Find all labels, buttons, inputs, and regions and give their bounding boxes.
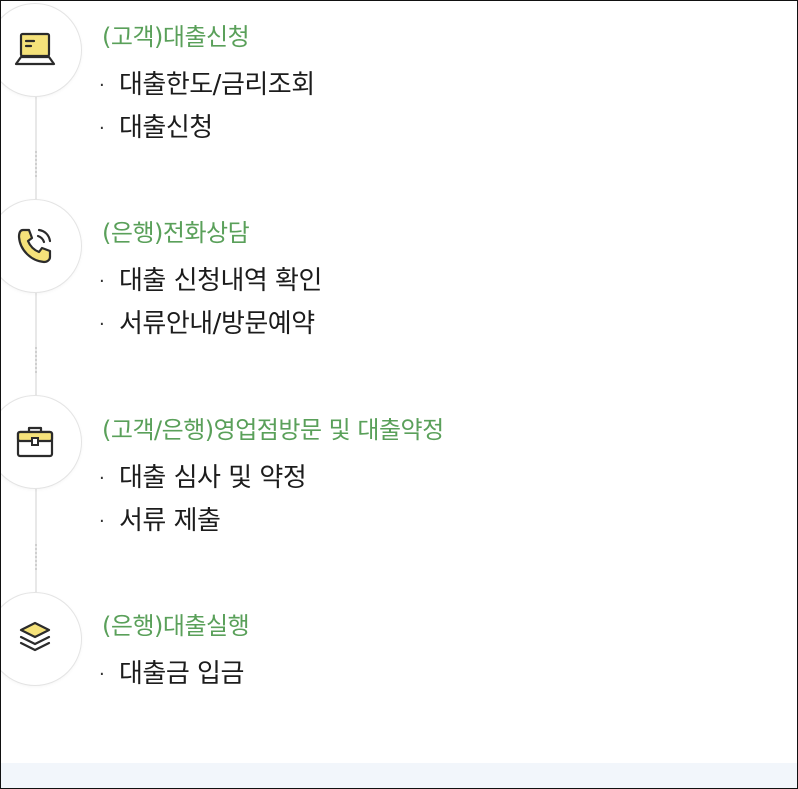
list-item: ·서류 제출 xyxy=(99,506,221,536)
timeline-connector xyxy=(35,486,37,594)
layers-icon xyxy=(19,621,51,652)
step-1-icon-circle xyxy=(1,3,82,97)
phone-call-icon xyxy=(17,228,52,264)
list-item: ·대출 심사 및 약정 xyxy=(99,463,307,493)
bottom-band xyxy=(1,763,797,788)
step-4-list: ·대출금 입금 xyxy=(99,653,244,696)
step-1-title: (고객)대출신청 xyxy=(102,23,250,51)
step-2-list: ·대출 신청내역 확인 ·서류안내/방문예약 xyxy=(99,260,322,346)
step-2-icon-circle xyxy=(1,199,82,293)
timeline-connector xyxy=(35,93,37,201)
step-3-list: ·대출 심사 및 약정 ·서류 제출 xyxy=(99,457,307,543)
list-item: ·대출한도/금리조회 xyxy=(99,70,315,100)
step-1-list: ·대출한도/금리조회 ·대출신청 xyxy=(99,64,315,150)
list-item: ·대출 신청내역 확인 xyxy=(99,266,322,296)
list-item: ·대출금 입금 xyxy=(99,659,244,689)
step-3-icon-circle xyxy=(1,395,82,489)
list-item: ·서류안내/방문예약 xyxy=(99,309,315,339)
step-4-icon-circle xyxy=(1,592,82,686)
step-4-title: (은행)대출실행 xyxy=(102,612,250,640)
timeline-connector xyxy=(35,289,37,397)
laptop-icon xyxy=(14,32,56,66)
list-item: ·대출신청 xyxy=(99,113,213,143)
step-3-title: (고객/은행)영업점방문 및 대출약정 xyxy=(102,416,444,444)
step-2-title: (은행)전화상담 xyxy=(102,219,250,247)
briefcase-icon xyxy=(16,426,54,458)
